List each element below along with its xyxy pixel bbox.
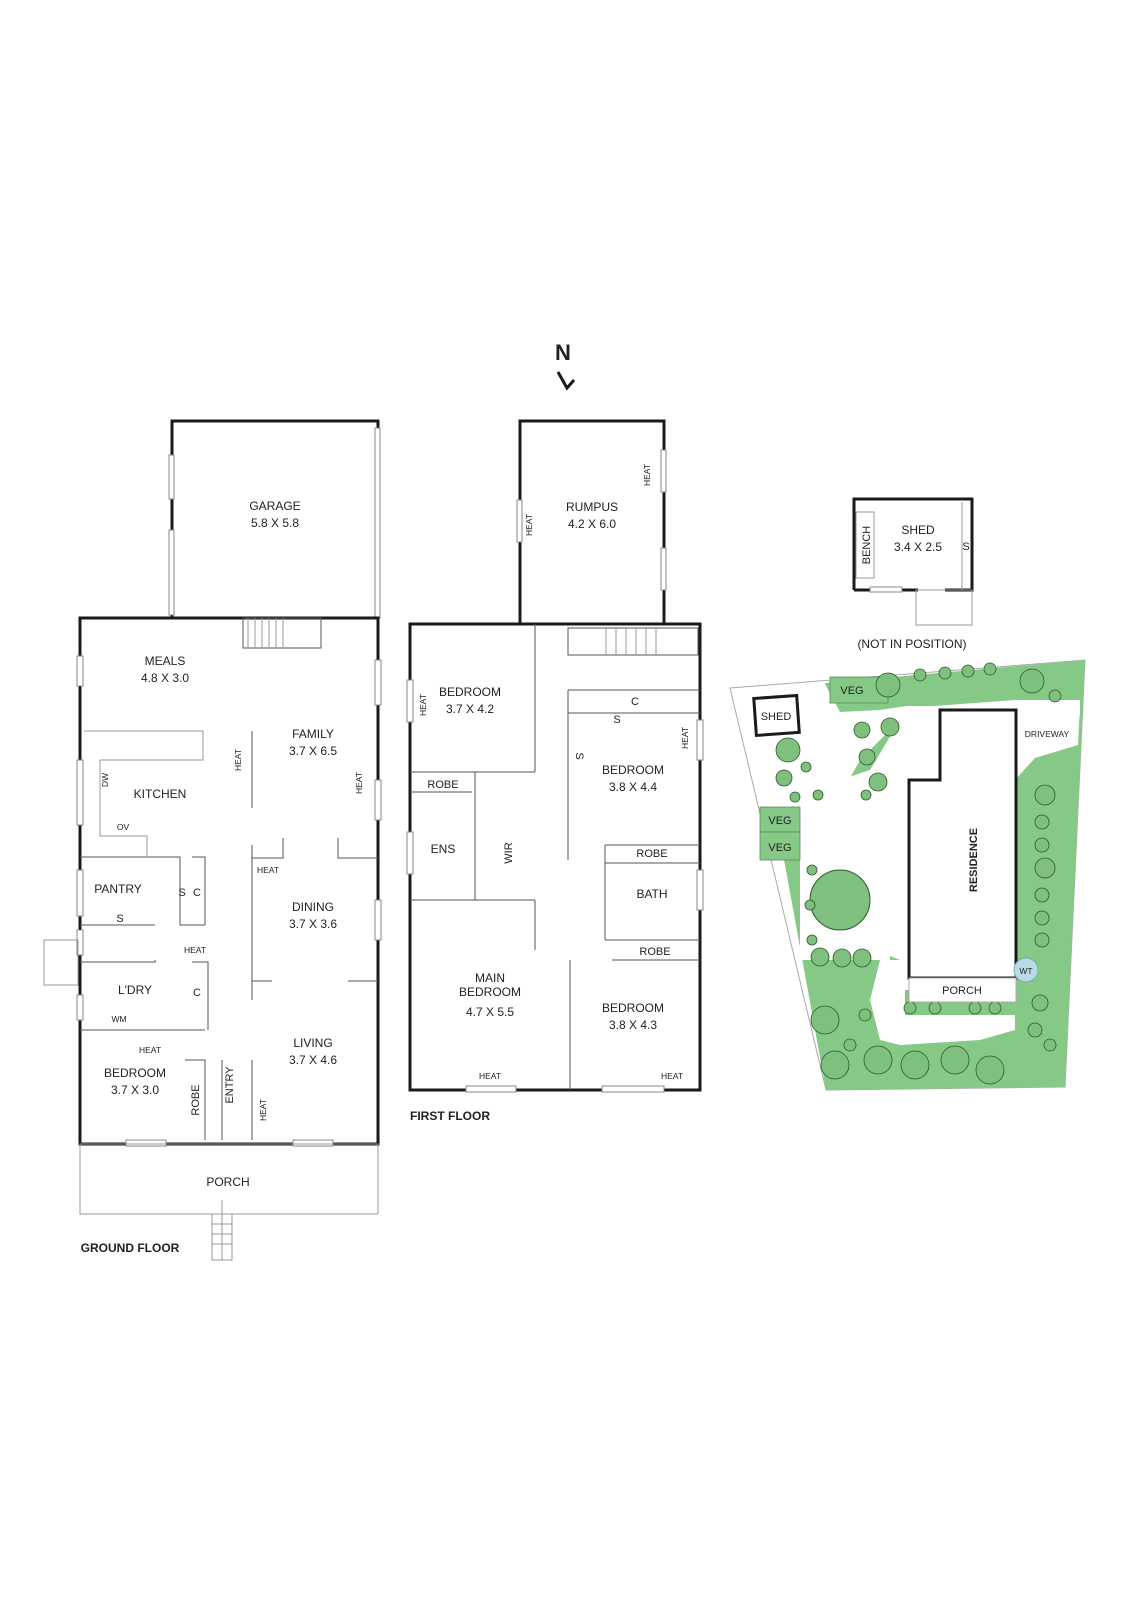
room-living-name: LIVING xyxy=(293,1036,332,1050)
shed-name: SHED xyxy=(901,523,935,537)
shed-note: (NOT IN POSITION) xyxy=(857,637,966,651)
room-wir-name: WIR xyxy=(503,842,515,863)
fixture-shelf: S xyxy=(178,887,185,899)
room-rumpus-size: 4.2 X 6.0 xyxy=(568,517,616,531)
fixture-heat-rumpus-right: HEAT xyxy=(642,464,652,486)
room-pantry-name: PANTRY xyxy=(94,882,142,896)
fixture-heat-rumpus-left: HEAT xyxy=(524,514,534,536)
room-bedroom-3-name: BEDROOM xyxy=(602,1001,664,1015)
shed-size: 3.4 X 2.5 xyxy=(894,540,942,554)
fixture-wm: WM xyxy=(111,1014,126,1024)
room-kitchen-name: KITCHEN xyxy=(134,787,187,801)
site-porch: PORCH xyxy=(942,985,982,997)
fixture-heat-bedroom2: HEAT xyxy=(680,727,690,749)
room-bedroom-1-name: BEDROOM xyxy=(439,685,501,699)
north-label: N xyxy=(555,340,571,365)
fixture-laundry-cupboard: C xyxy=(193,987,201,999)
fixture-robe-ground: ROBE xyxy=(190,1084,202,1115)
room-family-size: 3.7 X 6.5 xyxy=(289,744,337,758)
room-family-name: FAMILY xyxy=(292,727,334,741)
room-bedroom-ground-size: 3.7 X 3.0 xyxy=(111,1083,159,1097)
fixture-heat-family-wall: HEAT xyxy=(354,772,364,794)
room-main-bedroom-line2: BEDROOM xyxy=(459,985,521,999)
fixture-heat-laundry: HEAT xyxy=(139,1045,161,1055)
ground-floor-plan: GARAGE 5.8 X 5.8 MEALS 4.8 X 3.0 FAMILY … xyxy=(43,419,382,1261)
room-bedroom-ground-name: BEDROOM xyxy=(104,1066,166,1080)
fixture-cupboard: C xyxy=(631,696,639,708)
fixture-heat-bedroom1: HEAT xyxy=(418,694,428,716)
site-driveway: DRIVEWAY xyxy=(1025,729,1070,739)
site-veg-1: VEG xyxy=(840,685,863,697)
shed-bench: BENCH xyxy=(861,526,873,565)
fixture-ov: OV xyxy=(117,822,130,832)
site-shed: SHED xyxy=(761,711,792,723)
first-floor-title: FIRST FLOOR xyxy=(410,1109,490,1123)
room-bedroom-2-name: BEDROOM xyxy=(602,763,664,777)
room-dining-name: DINING xyxy=(292,900,334,914)
fixture-heat-dining: HEAT xyxy=(257,865,279,875)
room-dining-size: 3.7 X 3.6 xyxy=(289,917,337,931)
room-bedroom-2-size: 3.8 X 4.4 xyxy=(609,780,657,794)
ground-floor-title: GROUND FLOOR xyxy=(81,1241,180,1255)
fixture-robe-ensuite: ROBE xyxy=(427,779,458,791)
fixture-shelf-2: S xyxy=(573,752,585,759)
tree-icons xyxy=(775,662,1062,1085)
fixture-cupboard: C xyxy=(193,887,201,899)
room-garage-size: 5.8 X 5.8 xyxy=(251,516,299,530)
room-garage-name: GARAGE xyxy=(249,499,300,513)
room-living-size: 3.7 X 4.6 xyxy=(289,1053,337,1067)
fixture-shelf-1: S xyxy=(613,714,620,726)
room-bedroom-1-size: 3.7 X 4.2 xyxy=(446,702,494,716)
first-floor-plan: RUMPUS 4.2 X 6.0 BEDROOM 3.7 X 4.2 BEDRO… xyxy=(406,419,704,1123)
fixture-robe-bedroom2: ROBE xyxy=(636,848,667,860)
site-residence: RESIDENCE xyxy=(968,828,980,892)
room-main-bedroom-size: 4.7 X 5.5 xyxy=(466,1005,514,1019)
site-veg-3: VEG xyxy=(768,842,791,854)
fixture-heat-living: HEAT xyxy=(258,1099,268,1121)
fixture-robe-bedroom3: ROBE xyxy=(639,946,670,958)
room-ensuite-name: ENS xyxy=(431,842,456,856)
site-water-tank: WT xyxy=(1019,966,1032,976)
shed-plan: SHED 3.4 X 2.5 BENCH S (NOT IN POSITION) xyxy=(852,497,974,651)
room-main-bedroom-line1: MAIN xyxy=(475,971,505,985)
fixture-dw: DW xyxy=(100,773,110,787)
room-rumpus-name: RUMPUS xyxy=(566,500,618,514)
room-laundry-name: L'DRY xyxy=(118,983,152,997)
room-porch-name: PORCH xyxy=(206,1175,249,1189)
fixture-heat-bedroom3: HEAT xyxy=(661,1071,683,1081)
room-meals-size: 4.8 X 3.0 xyxy=(141,671,189,685)
label-entry: ENTRY xyxy=(224,1066,236,1104)
fixture-heat-main: HEAT xyxy=(479,1071,501,1081)
room-bath-name: BATH xyxy=(636,887,667,901)
north-arrow-icon xyxy=(556,371,576,391)
shed-shelf: S xyxy=(962,541,969,553)
site-veg-2: VEG xyxy=(768,815,791,827)
room-bedroom-3-size: 3.8 X 4.3 xyxy=(609,1018,657,1032)
site-plan: VEG SHED VEG VEG DRIVEWAY RESIDENCE PORC… xyxy=(729,659,1086,1091)
fixture-heat-hall: HEAT xyxy=(184,945,206,955)
fixture-pantry-shelf: S xyxy=(116,913,123,925)
fixture-heat-family: HEAT xyxy=(233,749,243,771)
north-compass: N xyxy=(555,340,576,391)
room-meals-name: MEALS xyxy=(145,654,186,668)
